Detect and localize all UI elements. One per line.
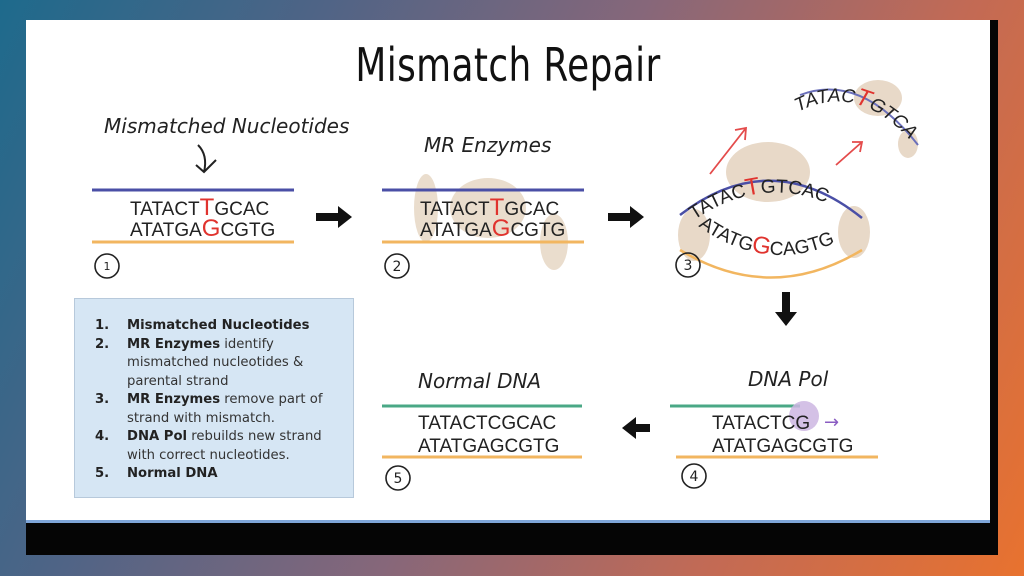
step-1: Mismatched Nucleotides TATACTTGCAC ATATG… <box>92 114 349 279</box>
dna-polymerase-shape <box>789 401 819 431</box>
legend-list: 1.Mismatched Nucleotides 2.MR Enzymes id… <box>95 317 345 484</box>
step-5: Normal DNA TATACTCGCAC ATATGAGCGTG 5 <box>382 369 582 491</box>
excision-arrow-icon <box>835 141 864 166</box>
excision-arrow-icon <box>709 126 747 175</box>
legend-box: 1.Mismatched Nucleotides 2.MR Enzymes id… <box>74 298 354 498</box>
flow-arrow-right-icon <box>316 206 352 228</box>
step-4-top-seq: TATACTCG <box>712 413 810 434</box>
step-2-bottom-seq: ATATGAGCGTG <box>420 215 565 242</box>
legend-item: 5.Normal DNA <box>95 466 218 481</box>
step-4: DNA Pol TATACTCG → ATATGAGCGTG 4 <box>670 367 878 489</box>
polymerase-direction-icon: → <box>824 412 839 433</box>
legend-item: 2.MR Enzymes identify mismatched nucleot… <box>95 336 304 389</box>
mr-enzyme-shape <box>898 130 918 158</box>
step-1-top-seq: TATACTTGCAC <box>130 194 269 221</box>
pointer-arrow-icon <box>195 144 217 174</box>
legend-item: 4.DNA Pol rebuilds new strand with corre… <box>95 429 322 463</box>
diagram-canvas: Mismatched Nucleotides TATACTTGCAC ATATG… <box>26 20 921 491</box>
step-4-bottom-seq: ATATGAGCGTG <box>712 436 853 457</box>
step-1-label: Mismatched Nucleotides <box>104 114 349 138</box>
step-5-label: Normal DNA <box>418 369 541 393</box>
step-5-top-seq: TATACTCGCAC <box>418 413 556 434</box>
mr-enzyme-shape <box>726 142 810 202</box>
mr-enzyme-shape <box>854 80 902 116</box>
step-2: MR Enzymes TATACTTGCAC ATATGAGCGTG 2 <box>382 133 584 279</box>
step-3-bottom-seq: ATATGGCAGTG <box>695 213 837 261</box>
slide: Mismatch Repair Mismatched Nucleotides T… <box>26 20 990 523</box>
parent-strand-arc <box>679 248 863 279</box>
legend-item: 1.Mismatched Nucleotides <box>95 318 310 333</box>
flow-arrow-down-icon <box>775 292 797 326</box>
flow-arrow-left-icon <box>622 417 650 439</box>
new-strand-arc <box>679 179 863 219</box>
step-5-bottom-seq: ATATGAGCGTG <box>418 436 559 457</box>
step-4-badge <box>681 463 707 489</box>
step-2-top-seq: TATACTTGCAC <box>420 194 559 221</box>
excised-strand <box>799 88 919 146</box>
mr-enzyme-shape <box>450 178 526 238</box>
step-2-label: MR Enzymes <box>424 133 551 157</box>
step-1-bottom-seq: ATATGAGCGTG <box>130 215 275 242</box>
legend-item: 3.MR Enzymes remove part of strand with … <box>95 392 323 426</box>
svg-text:3: 3 <box>684 258 693 274</box>
svg-text:1: 1 <box>104 260 111 273</box>
step-4-label: DNA Pol <box>748 367 829 391</box>
flow-arrow-right-icon <box>608 206 644 228</box>
svg-text:4: 4 <box>690 469 699 485</box>
slide-title: Mismatch Repair <box>355 38 661 92</box>
svg-text:5: 5 <box>394 471 403 487</box>
svg-text:2: 2 <box>393 259 402 275</box>
step-5-badge <box>385 465 411 491</box>
mr-enzyme-shape <box>838 206 870 258</box>
step-3-badge <box>675 252 701 278</box>
mr-enzyme-shape <box>678 209 710 261</box>
step-2-badge <box>384 253 410 279</box>
step-1-badge <box>94 253 120 279</box>
